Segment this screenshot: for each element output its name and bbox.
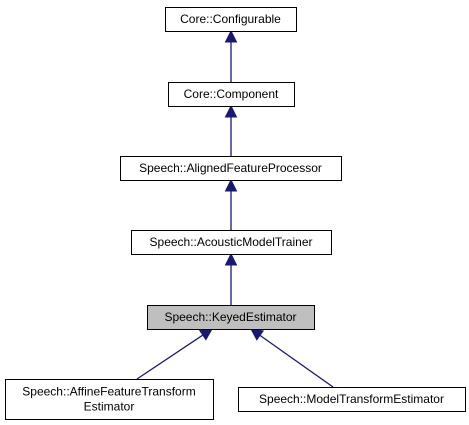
arrowhead-icon — [224, 178, 238, 192]
arrowhead-icon — [224, 104, 238, 118]
class-node-configurable[interactable]: Core::Configurable — [165, 7, 297, 32]
edge-affine-to-keyed — [136, 328, 213, 380]
class-label: Core::Component — [184, 87, 279, 101]
arrowhead-icon — [198, 328, 213, 341]
arrowhead-icon — [250, 328, 265, 341]
class-node-keyed[interactable]: Speech::KeyedEstimator — [147, 305, 315, 330]
edge-aligned-to-component — [224, 104, 238, 156]
edge-modeltransform-to-keyed — [250, 328, 334, 388]
class-label: Speech::KeyedEstimator — [164, 310, 296, 324]
edge-line — [136, 334, 204, 380]
arrowhead-icon — [224, 252, 238, 266]
edge-line — [259, 334, 334, 388]
edges-layer — [136, 29, 334, 388]
class-label: Speech::ModelTransformEstimator — [259, 392, 444, 406]
class-node-acoustic[interactable]: Speech::AcousticModelTrainer — [131, 230, 332, 255]
edge-component-to-configurable — [224, 29, 238, 82]
class-label: Estimator — [84, 400, 135, 414]
class-box — [120, 156, 342, 181]
class-label: Speech::AcousticModelTrainer — [150, 235, 313, 249]
edge-acoustic-to-aligned — [224, 178, 238, 230]
class-box — [238, 387, 466, 412]
class-node-modeltransform[interactable]: Speech::ModelTransformEstimator — [238, 387, 466, 412]
class-box — [5, 379, 214, 420]
nodes-layer: Core::ConfigurableCore::ComponentSpeech:… — [5, 7, 466, 420]
class-label: Speech::AffineFeatureTransform — [22, 385, 195, 399]
class-node-component[interactable]: Core::Component — [168, 82, 295, 107]
class-box — [131, 230, 332, 255]
class-node-aligned[interactable]: Speech::AlignedFeatureProcessor — [120, 156, 342, 181]
class-box — [165, 7, 297, 32]
class-box — [147, 305, 315, 330]
arrowhead-icon — [224, 29, 238, 43]
class-label: Speech::AlignedFeatureProcessor — [139, 161, 322, 175]
edge-keyed-to-acoustic — [224, 252, 238, 305]
class-label: Core::Configurable — [180, 12, 281, 26]
class-box — [168, 82, 295, 107]
